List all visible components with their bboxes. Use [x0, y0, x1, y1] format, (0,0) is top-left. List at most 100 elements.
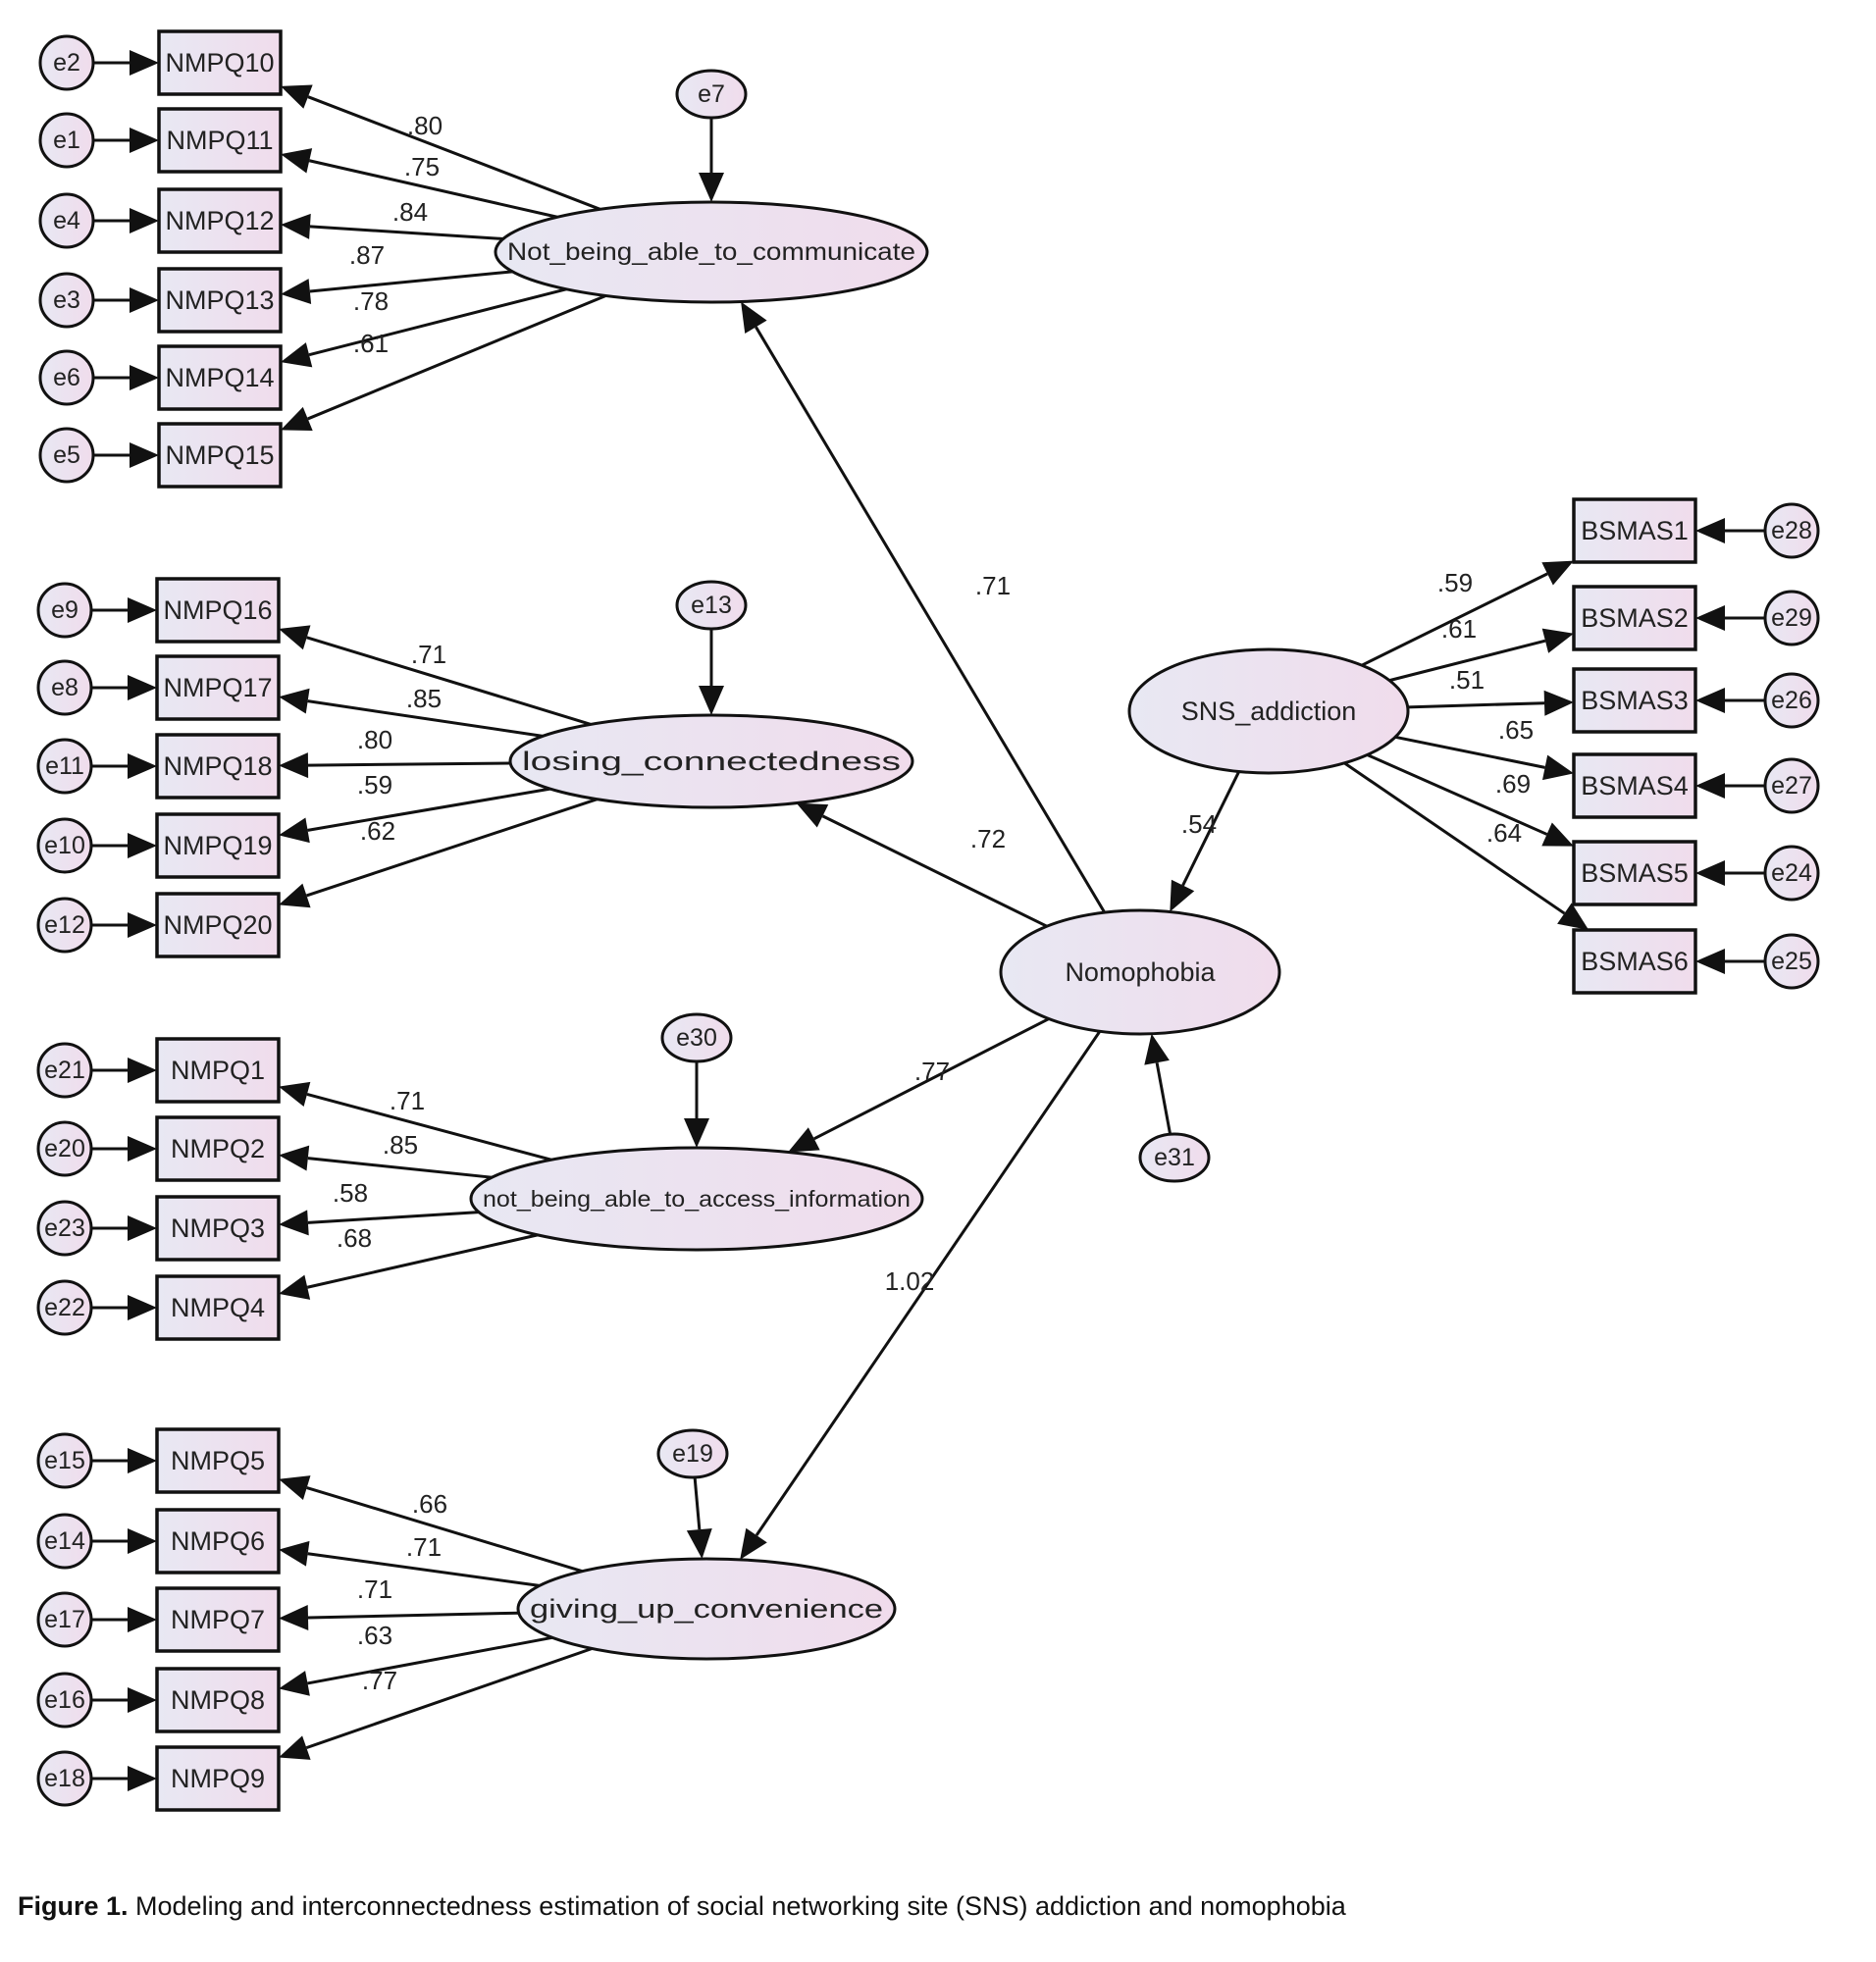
indicator-label-nmpq14: NMPQ14 [165, 363, 274, 392]
error-path-e6-to-nmpq14 [93, 365, 159, 390]
latent-label-sns: SNS_addiction [1181, 697, 1357, 726]
error-label-e16: e16 [44, 1686, 85, 1714]
indicator-label-nmpq19: NMPQ19 [163, 831, 272, 860]
error-e27: e27 [1763, 757, 1820, 814]
error-label-e2: e2 [53, 49, 80, 77]
indicator-nmpq14: NMPQ14 [157, 344, 283, 411]
figure-caption-text: Modeling and interconnectedness estimati… [128, 1891, 1346, 1921]
path-f4-to-nmpq7 [279, 1604, 519, 1630]
path-f2-to-nmpq16 [279, 625, 592, 726]
error-label-e5: e5 [53, 441, 80, 469]
coefficient-label-f1-nmpq14: .78 [353, 286, 389, 316]
indicator-label-nmpq15: NMPQ15 [165, 440, 274, 470]
error-e18: e18 [36, 1750, 93, 1807]
latent-nomo: Nomophobia [999, 908, 1281, 1036]
indicator-nmpq10: NMPQ10 [157, 29, 283, 96]
error-e11: e11 [36, 738, 93, 795]
error-label-e17: e17 [44, 1606, 85, 1633]
path-f1-to-nmpq10 [281, 84, 601, 211]
error-e26: e26 [1763, 672, 1820, 729]
indicator-nmpq12: NMPQ12 [157, 187, 283, 254]
path-sns-to-bsmas1 [1361, 560, 1574, 667]
error-label-e7: e7 [698, 80, 725, 108]
error-e19: e19 [656, 1428, 729, 1479]
path-sns-to-bsmas4 [1394, 735, 1574, 781]
error-path-e8-to-nmpq17 [91, 675, 157, 700]
error-label-e20: e20 [44, 1135, 85, 1162]
error-label-e9: e9 [51, 596, 78, 624]
error-label-e27: e27 [1771, 772, 1812, 800]
coefficient-label-f1-nmpq15: .61 [353, 329, 389, 358]
coefficient-label-f2-nmpq16: .71 [411, 640, 446, 669]
path-f3-to-nmpq2 [279, 1145, 493, 1179]
error-label-e26: e26 [1771, 687, 1812, 714]
indicator-nmpq6: NMPQ6 [155, 1508, 281, 1575]
error-path-e13-to-f2 [699, 629, 724, 715]
path-f1-to-nmpq12 [281, 213, 503, 240]
coefficient-label-f3-nmpq3: .58 [333, 1178, 368, 1208]
error-e20: e20 [36, 1120, 93, 1177]
indicator-label-nmpq18: NMPQ18 [163, 751, 272, 781]
error-path-e25-to-bsmas6 [1695, 949, 1765, 974]
indicator-label-bsmas6: BSMAS6 [1581, 947, 1689, 976]
coefficient-label-f2-nmpq20: .62 [360, 816, 395, 846]
coefficient-label-f1-nmpq11: .75 [404, 152, 440, 181]
coefficient-label-f4-nmpq6: .71 [406, 1532, 442, 1562]
indicator-bsmas1: BSMAS1 [1572, 497, 1697, 564]
error-path-e30-to-f3 [684, 1061, 709, 1148]
indicator-nmpq17: NMPQ17 [155, 654, 281, 721]
path-f3-to-nmpq1 [279, 1081, 552, 1162]
coefficient-label-f2-nmpq17: .85 [406, 684, 442, 713]
path-f3-to-nmpq3 [279, 1210, 480, 1236]
error-path-e21-to-nmpq1 [91, 1058, 157, 1083]
coefficient-label-sns-bsmas1: .59 [1437, 568, 1473, 597]
coefficient-label-f1-nmpq10: .80 [407, 111, 443, 140]
latent-f1: Not_being_able_to_communicate [494, 200, 929, 304]
error-path-e2-to-nmpq10 [93, 50, 159, 76]
coefficient-label-f4-nmpq8: .63 [357, 1621, 392, 1650]
latent-label-f1: Not_being_able_to_communicate [507, 238, 915, 266]
error-label-e29: e29 [1771, 604, 1812, 632]
indicator-label-nmpq20: NMPQ20 [163, 910, 272, 940]
indicator-nmpq1: NMPQ1 [155, 1037, 281, 1104]
path-f1-to-nmpq14 [281, 287, 567, 368]
error-label-e30: e30 [676, 1024, 717, 1052]
coefficient-label-nomo-f3: .77 [914, 1057, 950, 1086]
error-path-e12-to-nmpq20 [91, 912, 157, 938]
indicator-label-nmpq17: NMPQ17 [163, 673, 272, 702]
indicator-label-nmpq2: NMPQ2 [171, 1134, 265, 1163]
latent-f2: losing_connectedness [508, 713, 914, 809]
error-label-e22: e22 [44, 1294, 85, 1321]
error-e9: e9 [36, 582, 93, 639]
coefficient-label-f4-nmpq5: .66 [412, 1489, 447, 1519]
indicator-bsmas4: BSMAS4 [1572, 752, 1697, 819]
indicator-nmpq2: NMPQ2 [155, 1115, 281, 1182]
error-label-e25: e25 [1771, 948, 1812, 975]
indicator-label-nmpq1: NMPQ1 [171, 1056, 265, 1085]
variables-layer: Not_being_able_to_communicate losing_conn… [36, 29, 1820, 1812]
error-e6: e6 [38, 349, 95, 406]
error-e31: e31 [1138, 1132, 1211, 1183]
indicator-nmpq11: NMPQ11 [157, 107, 283, 174]
coefficient-label-sns-bsmas4: .65 [1498, 715, 1534, 745]
error-path-e28-to-bsmas1 [1695, 518, 1765, 543]
error-e16: e16 [36, 1672, 93, 1729]
error-label-e23: e23 [44, 1214, 85, 1242]
indicator-bsmas6: BSMAS6 [1572, 928, 1697, 995]
error-path-e23-to-nmpq3 [91, 1215, 157, 1241]
indicator-label-nmpq3: NMPQ3 [171, 1213, 265, 1243]
error-e2: e2 [38, 34, 95, 91]
indicator-label-nmpq8: NMPQ8 [171, 1685, 265, 1715]
path-f1-to-nmpq15 [281, 294, 606, 431]
indicator-nmpq8: NMPQ8 [155, 1667, 281, 1733]
path-nomo-to-f3 [788, 1017, 1050, 1153]
error-path-e22-to-nmpq4 [91, 1295, 157, 1320]
indicator-nmpq20: NMPQ20 [155, 892, 281, 958]
error-path-e19-to-f4 [686, 1476, 712, 1560]
indicator-label-nmpq10: NMPQ10 [165, 48, 274, 77]
figure-caption-label: Figure 1. [18, 1891, 129, 1921]
error-path-e24-to-bsmas5 [1695, 860, 1765, 886]
error-e7: e7 [675, 69, 748, 120]
coefficient-label-f3-nmpq1: .71 [390, 1086, 425, 1115]
error-path-e15-to-nmpq5 [91, 1448, 157, 1473]
